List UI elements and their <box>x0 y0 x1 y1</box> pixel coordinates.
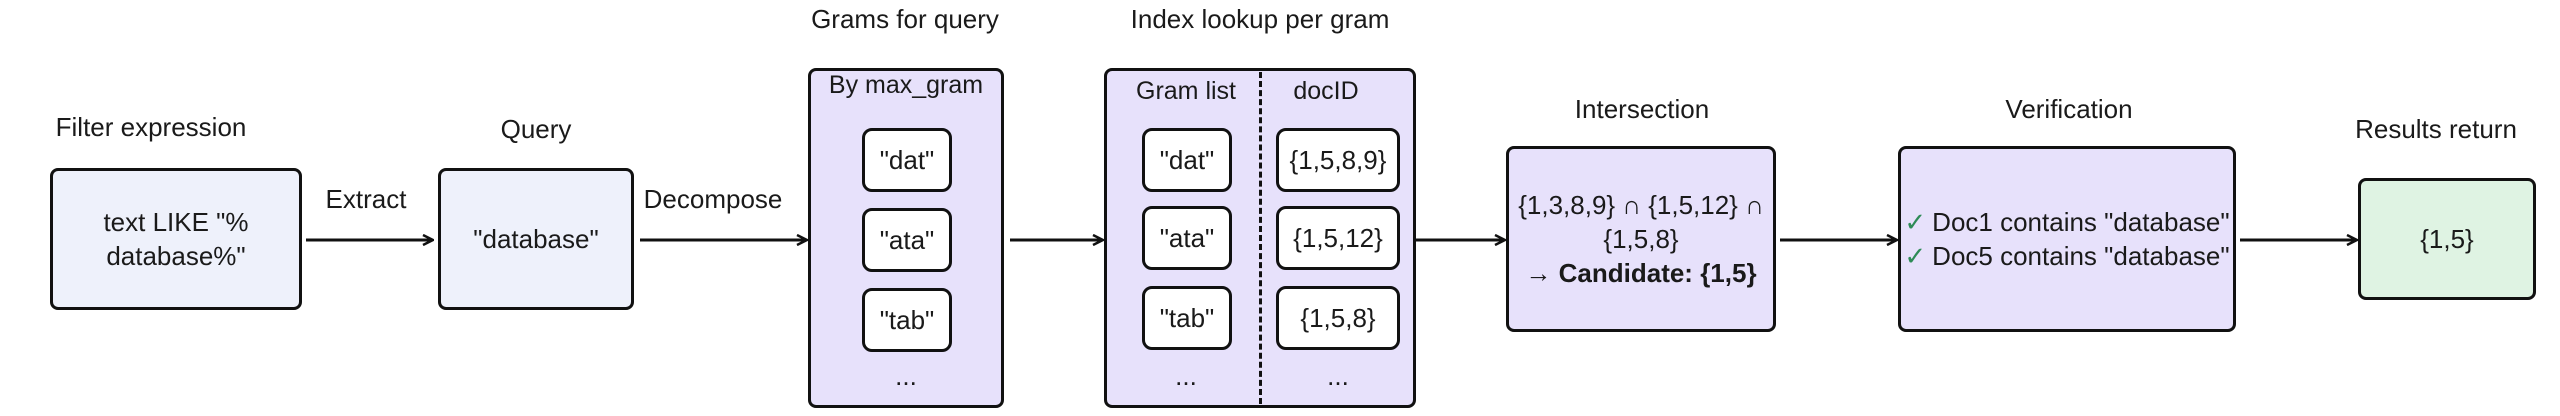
docid-chip: {1,5,8} <box>1276 286 1400 350</box>
candidate-line: → Candidate: {1,5} <box>1525 256 1756 290</box>
intersection-box: {1,3,8,9} ∩ {1,5,12} ∩ {1,5,8} → Candida… <box>1506 146 1776 332</box>
edge-label-decompose: Decompose <box>643 184 783 214</box>
check-icon: ✓ <box>1904 241 1927 271</box>
filter-expression-line-2: database%" <box>106 241 246 271</box>
docid-header: docID <box>1293 77 1359 105</box>
index-gram-chip: "ata" <box>1142 206 1232 270</box>
docid-chip: {1,5,12} <box>1276 206 1400 270</box>
gram-chip: "ata" <box>862 208 952 272</box>
title-index-lookup: Index lookup per gram <box>1130 4 1390 34</box>
title-query: Query <box>500 114 572 144</box>
title-verification: Verification <box>2005 94 2133 124</box>
title-filter-expression: Filter expression <box>55 112 247 142</box>
right-arrow-icon: → <box>1525 258 1552 288</box>
results-box: {1,5} <box>2358 178 2536 300</box>
verification-box: ✓Doc1 contains "database" ✓Doc5 contains… <box>1898 146 2236 332</box>
results-text: {1,5} <box>2420 224 2474 254</box>
verification-text-doc1: Doc1 contains "database" <box>1932 207 2230 237</box>
filter-expression-box: text LIKE "% database%" <box>50 168 302 310</box>
verification-line-doc1: ✓Doc1 contains "database" <box>1904 205 2229 239</box>
index-gram-chip: "dat" <box>1142 128 1232 192</box>
query-text: "database" <box>473 224 599 254</box>
verification-text-doc5: Doc5 contains "database" <box>1932 241 2230 271</box>
candidate-text: Candidate: {1,5} <box>1558 258 1757 288</box>
filter-expression-line-1: text LIKE "% <box>103 207 249 237</box>
gram-chip: "dat" <box>862 128 952 192</box>
index-panel-divider <box>1259 72 1262 404</box>
intersection-line-1: {1,3,8,9} ∩ {1,5,12} ∩ <box>1518 190 1764 220</box>
edge-label-extract: Extract <box>325 184 407 214</box>
title-results-return: Results return <box>2355 114 2517 144</box>
index-docids-more-ellipsis: ... <box>1327 361 1349 391</box>
index-grams-more-ellipsis: ... <box>1175 361 1197 391</box>
grams-more-ellipsis: ... <box>895 361 917 391</box>
grams-panel-header: By max_gram <box>828 71 984 99</box>
verification-line-doc5: ✓Doc5 contains "database" <box>1904 239 2229 273</box>
title-grams-for-query: Grams for query <box>811 4 999 34</box>
query-box: "database" <box>438 168 634 310</box>
gram-list-header: Gram list <box>1136 77 1236 105</box>
check-icon: ✓ <box>1904 207 1927 237</box>
title-intersection: Intersection <box>1574 94 1710 124</box>
index-gram-chip: "tab" <box>1142 286 1232 350</box>
docid-chip: {1,5,8,9} <box>1276 128 1400 192</box>
gram-chip: "tab" <box>862 288 952 352</box>
intersection-line-2: {1,5,8} <box>1603 224 1679 254</box>
